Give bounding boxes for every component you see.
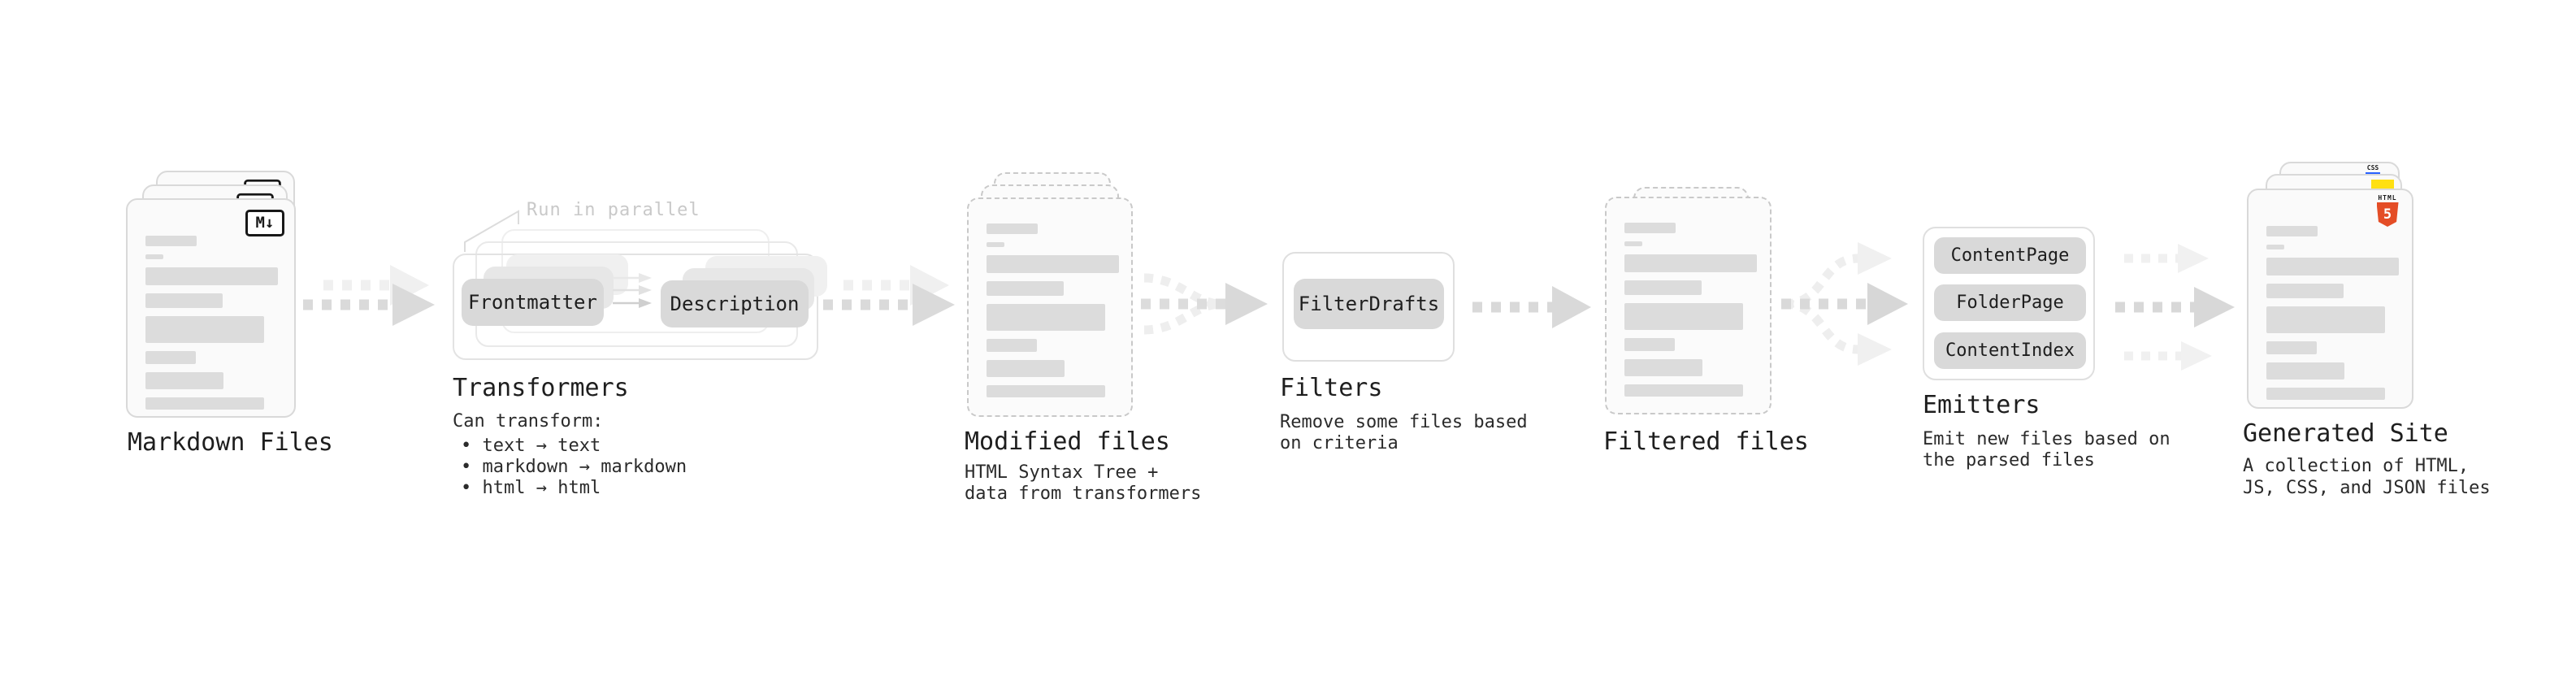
arrow-emitters-to-generated xyxy=(2115,244,2235,371)
filtered-file-card-front xyxy=(1605,197,1772,414)
stage-label-emitters: Emitters xyxy=(1923,391,2040,419)
description-line: HTML Syntax Tree + xyxy=(965,462,1159,483)
arrow-filtered-to-emitters xyxy=(1781,242,1908,366)
description-line: data from transformers xyxy=(965,484,1202,504)
description-line: Emit new files based on xyxy=(1923,429,2171,449)
text-line-bar xyxy=(2266,341,2317,354)
stage-label-transformers: Transformers xyxy=(453,374,629,402)
emitter-content-index-pill: ContentIndex xyxy=(1934,332,2086,369)
text-line-bar xyxy=(1624,338,1675,351)
text-line-bar xyxy=(2266,284,2344,298)
arrow-modified-to-filters xyxy=(1141,273,1268,335)
emitter-folder-page-pill: FolderPage xyxy=(1934,284,2086,321)
html5-icon: HTML 5 xyxy=(2371,195,2404,227)
document-text-placeholder xyxy=(145,236,278,410)
text-line-bar xyxy=(145,267,278,285)
markdown-file-card-front: M↓ xyxy=(126,198,296,418)
transform-bullet: markdown → markdown xyxy=(453,457,687,478)
text-line-bar xyxy=(1624,384,1743,397)
text-line-bar xyxy=(987,281,1064,296)
stage-label-markdown-files: Markdown Files xyxy=(128,428,333,457)
modified-files-description: HTML Syntax Tree + data from transformer… xyxy=(965,462,1201,505)
text-line-bar xyxy=(145,254,163,259)
text-line-bar xyxy=(1624,280,1702,295)
text-line-bar xyxy=(145,316,264,343)
javascript-icon xyxy=(2371,180,2394,190)
text-line-bar xyxy=(145,372,223,389)
text-line-bar xyxy=(2266,388,2385,400)
description-line: the parsed files xyxy=(1923,450,2095,471)
arrow-filters-to-filtered xyxy=(1472,286,1591,328)
filter-drafts-pill: FilterDrafts xyxy=(1294,279,1444,329)
text-line-bar xyxy=(145,236,197,246)
text-line-bar xyxy=(145,397,264,410)
text-line-bar xyxy=(1624,223,1676,233)
css-icon-underline xyxy=(2366,172,2380,175)
text-line-bar xyxy=(987,304,1105,331)
description-line: on criteria xyxy=(1280,433,1399,453)
text-line-bar xyxy=(2266,226,2318,236)
description-line: A collection of HTML, xyxy=(2243,456,2470,476)
generated-site-card-front: HTML 5 xyxy=(2247,189,2413,409)
text-line-bar xyxy=(987,360,1065,377)
markdown-icon: M↓ xyxy=(245,210,284,236)
transform-bullet: text → text xyxy=(453,436,687,457)
text-line-bar xyxy=(145,351,196,364)
text-line-bar xyxy=(987,223,1038,234)
css-icon: CSS xyxy=(2364,165,2382,175)
filters-description: Remove some files based on criteria xyxy=(1280,412,1528,454)
text-line-bar xyxy=(2266,362,2344,380)
text-line-bar xyxy=(145,293,223,308)
callout-leader-line xyxy=(464,210,519,252)
document-text-placeholder xyxy=(987,223,1119,397)
emitters-description: Emit new files based on the parsed files xyxy=(1923,429,2171,471)
arrow-markdown-to-transformers xyxy=(303,265,435,326)
run-in-parallel-callout: Run in parallel xyxy=(527,200,700,220)
text-line-bar xyxy=(1624,359,1702,376)
stage-label-generated-site: Generated Site xyxy=(2243,419,2448,448)
transformer-frontmatter-pill: Frontmatter xyxy=(462,279,604,326)
text-line-bar xyxy=(1624,241,1642,246)
modified-file-card-front xyxy=(967,197,1133,417)
html5-icon-label: HTML xyxy=(2378,194,2397,202)
parallel-mini-arrows xyxy=(613,273,652,308)
stage-label-modified-files: Modified files xyxy=(965,427,1170,456)
text-line-bar xyxy=(2266,306,2385,333)
text-line-bar xyxy=(1624,303,1743,330)
note-title: Can transform: xyxy=(453,411,604,432)
document-text-placeholder xyxy=(1624,223,1757,397)
text-line-bar xyxy=(987,255,1119,273)
generated-site-description: A collection of HTML, JS, CSS, and JSON … xyxy=(2243,455,2491,499)
text-line-bar xyxy=(987,339,1037,352)
description-line: Remove some files based xyxy=(1280,412,1528,432)
stage-label-filters: Filters xyxy=(1280,374,1383,402)
transformer-description-pill: Description xyxy=(661,280,809,327)
transformer-container-front xyxy=(453,254,818,360)
emitter-content-page-pill: ContentPage xyxy=(1934,237,2086,274)
html5-shield: 5 xyxy=(2376,202,2399,227)
description-line: JS, CSS, and JSON files xyxy=(2243,478,2491,498)
arrow-transformers-to-modified xyxy=(823,265,955,326)
transformers-notes: Can transform: text → text markdown → ma… xyxy=(453,411,687,499)
transform-bullet: html → html xyxy=(453,478,687,499)
text-line-bar xyxy=(2266,258,2399,275)
css-icon-label: CSS xyxy=(2366,164,2379,171)
stage-label-filtered-files: Filtered files xyxy=(1603,427,1809,456)
text-line-bar xyxy=(1624,254,1757,272)
document-text-placeholder xyxy=(2266,226,2399,400)
text-line-bar xyxy=(987,385,1105,397)
text-line-bar xyxy=(987,242,1004,247)
text-line-bar xyxy=(2266,245,2284,249)
